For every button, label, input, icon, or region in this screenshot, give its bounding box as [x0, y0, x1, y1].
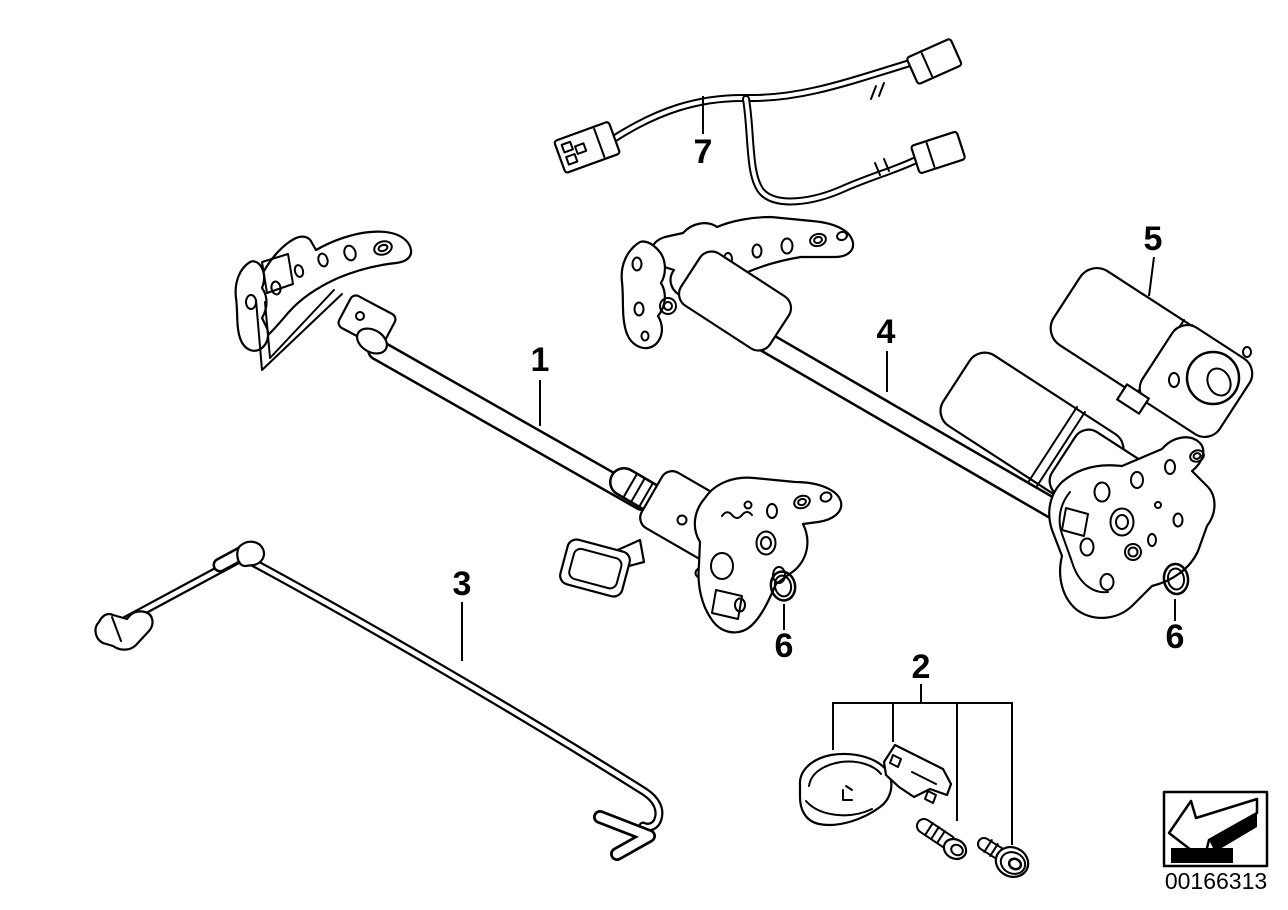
callout-5[interactable]: 5 [1144, 220, 1163, 258]
callout-4[interactable]: 4 [877, 313, 896, 351]
bracket-holes [270, 240, 393, 296]
part-number-box: 00166313 [1162, 790, 1269, 894]
callouts: 1 2 3 4 5 6 6 7 [453, 96, 1185, 845]
adjuster-rod-part-3 [94, 540, 664, 861]
leader-2-bracket [832, 702, 1013, 845]
arrow-down-left-icon [1167, 797, 1259, 863]
callout-1[interactable]: 1 [531, 341, 550, 379]
o-ring-right-part-6 [1162, 562, 1190, 596]
motor-rod-assembly-part-4 [620, 215, 1216, 619]
o-ring-left-part-6 [769, 570, 797, 602]
screw-short [977, 837, 1030, 878]
wiring-harness-part-7 [553, 38, 966, 206]
tilt-rod-assembly-part-1 [234, 230, 843, 634]
plate-holes-right [1058, 449, 1205, 594]
leader-5 [1148, 256, 1155, 297]
connector-plug-left [553, 121, 621, 174]
screw-long [916, 818, 968, 861]
connector-plug-top-right [906, 38, 963, 85]
connector-plug-bottom-right [910, 130, 966, 175]
part-number: 00166313 [1165, 868, 1267, 894]
callout-7[interactable]: 7 [694, 133, 713, 171]
callout-6-left[interactable]: 6 [775, 627, 794, 665]
callout-3[interactable]: 3 [453, 565, 472, 603]
drive-motor-part-5 [1049, 267, 1254, 438]
callout-2[interactable]: 2 [912, 648, 931, 686]
callout-6-right[interactable]: 6 [1166, 618, 1185, 656]
handle-parts-group-part-2 [798, 743, 1030, 878]
